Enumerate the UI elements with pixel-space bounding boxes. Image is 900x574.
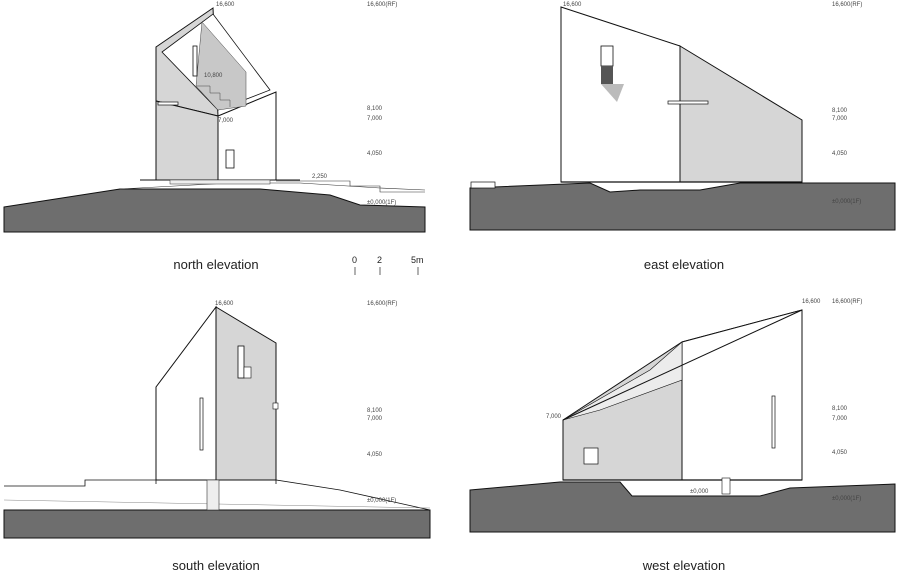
scale-five: 5m <box>411 255 424 265</box>
north-ground-section <box>3 188 426 233</box>
north-level-top: 16,600 <box>216 2 235 8</box>
north-level-rf: 16,600(RF) <box>367 2 397 8</box>
east-level-7000: 7,000 <box>832 116 848 122</box>
east-window-dark <box>601 66 613 84</box>
north-elevation-caption: north elevation <box>173 257 259 272</box>
north-stair <box>196 85 231 107</box>
east-level-top: 16,600 <box>563 2 582 8</box>
east-grey-wall <box>679 45 803 183</box>
north-level-4050: 4,050 <box>367 151 383 157</box>
north-level-10800: 10,800 <box>204 73 223 79</box>
scale-bar: 0 2 5m <box>352 255 424 275</box>
west-right-slit <box>771 395 776 449</box>
west-white-panel <box>681 309 803 481</box>
west-level-gl: ±0,000(1F) <box>832 496 861 502</box>
north-balcony-slit <box>157 101 179 106</box>
west-roof-cut <box>562 341 683 421</box>
north-slit-window <box>192 45 198 77</box>
west-level-top: 16,600 <box>802 299 821 305</box>
west-lower-window <box>583 447 599 465</box>
south-upper-box <box>243 366 252 379</box>
north-level-8100: 8,100 <box>367 106 383 112</box>
east-mid-slit <box>667 100 709 105</box>
south-left-slit <box>199 397 204 451</box>
north-site-wall <box>276 180 425 193</box>
south-level-gl: ±0,000(1F) <box>367 498 396 504</box>
east-ground-section <box>469 182 896 231</box>
south-grey-wall <box>215 306 277 481</box>
west-roof-line <box>562 309 803 421</box>
south-pilotis <box>206 479 220 511</box>
east-level-rf: 16,600(RF) <box>832 2 862 8</box>
west-level-rf: 16,600(RF) <box>832 299 862 305</box>
south-terrain-right <box>275 479 431 511</box>
west-elevation-drawing: 7,000 ±0,000 16,600 16,600(RF) 8,100 7,0… <box>469 299 896 533</box>
east-ground-step <box>470 181 496 189</box>
east-upper-window <box>600 45 614 67</box>
south-ground-section <box>3 509 431 539</box>
south-level-4050: 4,050 <box>367 452 383 458</box>
east-level-8100: 8,100 <box>832 108 848 114</box>
south-terrain-line <box>4 479 157 487</box>
south-level-top: 16,600 <box>215 301 234 307</box>
south-elevation-drawing: 16,600 16,600(RF) 8,100 7,000 4,050 ±0,0… <box>3 301 431 539</box>
west-level-8100: 8,100 <box>832 406 848 412</box>
west-level-4050: 4,050 <box>832 450 848 456</box>
north-pilotis <box>169 179 271 185</box>
north-elevation-drawing: 10,800 7,000 2,250 16,600 16,600(RF) 8,1… <box>3 2 426 233</box>
north-level-7000-col: 7,000 <box>367 116 383 122</box>
west-entry <box>721 477 731 495</box>
west-level-0000: ±0,000 <box>690 489 709 495</box>
north-level-7000: 7,000 <box>218 118 234 124</box>
east-elevation-drawing: 16,600 16,600(RF) 8,100 7,000 4,050 ±0,0… <box>469 2 896 231</box>
south-notch <box>272 402 279 410</box>
south-level-8100: 8,100 <box>367 408 383 414</box>
east-elevation-caption: east elevation <box>643 257 725 272</box>
west-ground-section <box>469 481 896 533</box>
south-white-wall <box>155 305 217 481</box>
north-terrain-line <box>119 182 426 191</box>
south-level-7000: 7,000 <box>367 416 383 422</box>
north-entry-window <box>225 149 235 169</box>
south-elevation-caption: south elevation <box>172 558 260 573</box>
east-white-wall <box>560 6 681 183</box>
east-level-4050: 4,050 <box>832 151 848 157</box>
scale-two: 2 <box>377 255 382 265</box>
south-level-rf: 16,600(RF) <box>367 301 397 307</box>
scale-zero: 0 <box>352 255 357 265</box>
south-upper-window <box>237 345 245 379</box>
east-window-shadow <box>601 84 624 102</box>
north-level-gl: ±0,000(1F) <box>367 200 396 206</box>
east-level-gl: ±0,000(1F) <box>832 199 861 205</box>
west-level-7000-col: 7,000 <box>832 416 848 422</box>
west-level-7000: 7,000 <box>546 414 562 420</box>
west-elevation-caption: west elevation <box>642 558 726 573</box>
north-level-2250: 2,250 <box>312 174 328 180</box>
